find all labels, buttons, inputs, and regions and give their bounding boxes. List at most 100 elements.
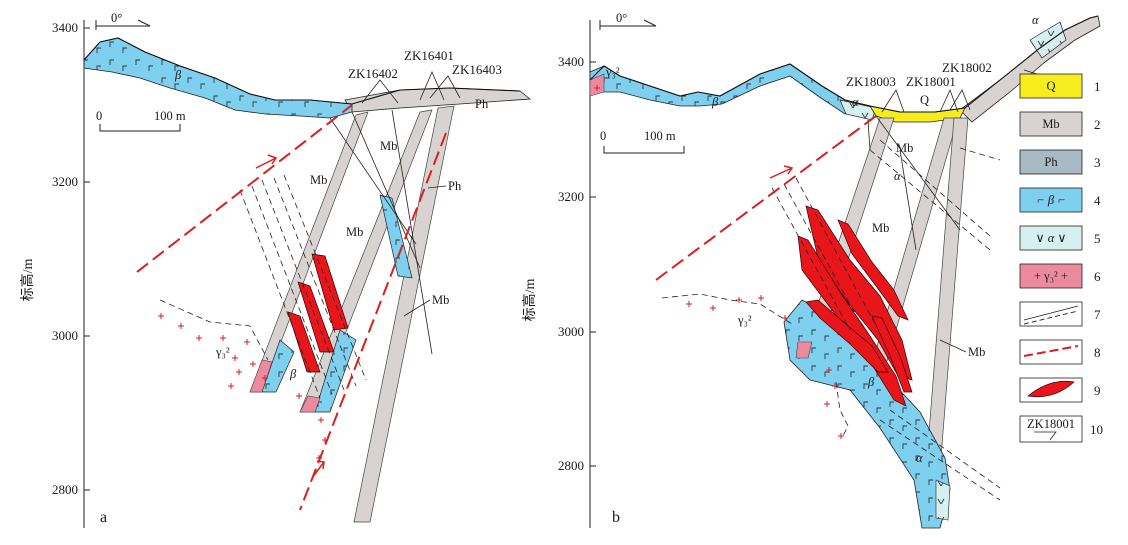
panel-b-tick-label-3000: 3000 [558, 324, 584, 339]
panel-b-label-mb-2: Mb [872, 221, 889, 235]
legend-borehole-10 [1034, 431, 1057, 441]
panel-a-borehole-1: ZK16402 [348, 66, 398, 81]
panel-b: 3400 3200 3000 2800 标高/m 0° [521, 11, 1101, 529]
legend-line-7a [1023, 305, 1079, 321]
legend-num-6: 6 [1094, 269, 1101, 284]
legend-swatch-10 [1019, 415, 1083, 443]
panel-a-borehole-3: ZK16403 [452, 62, 502, 77]
panel-a-label: a [100, 509, 107, 526]
panel-b-scale-bar: 0 100 m [600, 129, 685, 154]
panel-b-label-alpha-low: α [916, 451, 923, 465]
panel-a-scale-bar: 0 100 m [96, 109, 186, 132]
legend-swatch-1 [1019, 73, 1083, 99]
panel-a-label-mb-3: Mb [432, 293, 449, 307]
panel-b-tick-label-2800: 2800 [558, 458, 584, 473]
legend-num-8: 8 [1094, 345, 1101, 360]
legend-line-7b [1023, 310, 1079, 325]
panel-b-dashed-contacts [661, 139, 1001, 501]
panel-a-dashed-contacts [159, 174, 367, 399]
panel-a-tick-label-3200: 3200 [52, 174, 78, 189]
legend-symbol-1: Q [1046, 79, 1055, 93]
panel-a-label-gamma: γ₃² [215, 345, 230, 359]
panel-b-label-mb-1: Mb [896, 141, 913, 155]
legend-swatch-2 [1019, 111, 1083, 137]
panel-b-basalt-surface [589, 63, 873, 115]
legend-line-8 [1023, 345, 1079, 357]
panel-a-fault-upper [136, 104, 353, 273]
legend-num-7: 7 [1094, 307, 1101, 322]
panel-a-orebody-1 [311, 253, 349, 331]
panel-a-fault-arrow-2 [311, 460, 325, 479]
legend: Q 1 Mb 2 Ph 3 ⌐ β ⌐ 4 ∨ α ∨ 5 + γ₃² + 6 … [1019, 73, 1103, 443]
legend-num-10: 10 [1090, 422, 1103, 437]
legend-symbol-2: Mb [1042, 117, 1059, 131]
panel-b-crossing-lines [867, 115, 961, 251]
panel-b-north-label: 0° [616, 11, 627, 25]
panel-b-orebody-5 [871, 315, 913, 393]
panel-a-scale-length: 100 m [154, 109, 186, 123]
panel-b-label-mb-3: Mb [968, 345, 985, 359]
legend-num-4: 4 [1094, 193, 1101, 208]
panel-a-ground-surface [83, 37, 521, 105]
panel-b-label-gamma-top: γ₃² [605, 65, 620, 79]
panel-a: 3400 3200 3000 2800 标高/m 0° [19, 11, 532, 528]
panel-b-fault-arrow [769, 165, 794, 179]
panel-b-label-beta-top: β [711, 95, 719, 109]
panel-b-orebody-3 [837, 219, 909, 321]
panel-b-borehole-lines [881, 88, 971, 113]
legend-symbol-10: ZK18001 [1027, 417, 1075, 431]
panel-b-scale-length: 100 m [644, 129, 676, 143]
panel-b-label-beta-low: β [867, 375, 875, 389]
panel-b-tick-label-3400: 3400 [558, 54, 584, 69]
panel-a-scale-zero: 0 [96, 109, 102, 123]
panel-b-tick-label-3200: 3200 [558, 189, 584, 204]
panel-b-orebody-4 [805, 299, 889, 373]
panel-b-label: b [612, 509, 620, 526]
panel-a-label-ph-top: Ph [475, 97, 489, 111]
panel-a-label-mb-2: Mb [346, 225, 363, 239]
legend-swatch-7 [1019, 301, 1083, 327]
panel-b-borehole-1: ZK18003 [846, 74, 896, 89]
panel-a-basalt-surface [83, 37, 353, 119]
panel-a-borehole-2: ZK16401 [404, 48, 454, 63]
panel-b-granite-patch [795, 341, 813, 359]
legend-swatch-3 [1019, 149, 1083, 175]
panel-a-label-beta-low: β [289, 367, 297, 381]
legend-symbol-4: ⌐ β ⌐ [1036, 193, 1065, 207]
legend-symbol-6: + γ₃² + [1034, 269, 1068, 283]
panel-a-borehole-lines [361, 70, 461, 104]
panel-b-mb3-leader [939, 339, 967, 353]
panel-a-basalt-dyke-3 [379, 194, 413, 279]
panel-b-fault-upper [655, 112, 881, 281]
panel-a-phyllite-surface [344, 87, 532, 113]
legend-swatch-4 [1019, 187, 1083, 213]
panel-b-borehole-2: ZK18001 [906, 74, 956, 89]
legend-swatch-5 [1019, 225, 1083, 251]
legend-num-1: 1 [1094, 79, 1101, 94]
panel-a-orebody-3 [287, 311, 321, 373]
panel-a-tick-label-3000: 3000 [52, 328, 78, 343]
panel-a-marble-band-3 [353, 105, 455, 523]
legend-orebody-9 [1027, 380, 1075, 398]
panel-a-north-arrow: 0° [95, 11, 151, 30]
panel-a-y-axis-label: 标高/m [19, 259, 36, 302]
panel-b-label-alpha-sfc: α [1032, 13, 1039, 27]
panel-a-mb3-leader [403, 299, 431, 317]
panel-b-granite-crosses [594, 85, 844, 439]
panel-a-fault-arrow-1 [255, 154, 278, 169]
panel-b-andesite-band-low [935, 479, 951, 521]
legend-swatch-6 [1019, 263, 1083, 289]
panel-a-label-beta-top: β [174, 68, 182, 82]
panel-b-ground-surface [589, 15, 1099, 113]
legend-num-2: 2 [1094, 117, 1101, 132]
panel-b-label-alpha-top: α [852, 95, 859, 109]
panel-a-crossing-lines [329, 109, 433, 355]
panel-a-orebody-2 [297, 281, 335, 353]
panel-a-granite-crosses [158, 313, 328, 461]
panel-b-label-q: Q [920, 93, 929, 107]
panel-b-scale-zero: 0 [600, 129, 606, 143]
panel-a-label-mb-1: Mb [310, 173, 327, 187]
panel-b-label-gamma-mid: γ₃² [737, 313, 752, 327]
panel-a-tick-label-3400: 3400 [52, 20, 78, 35]
